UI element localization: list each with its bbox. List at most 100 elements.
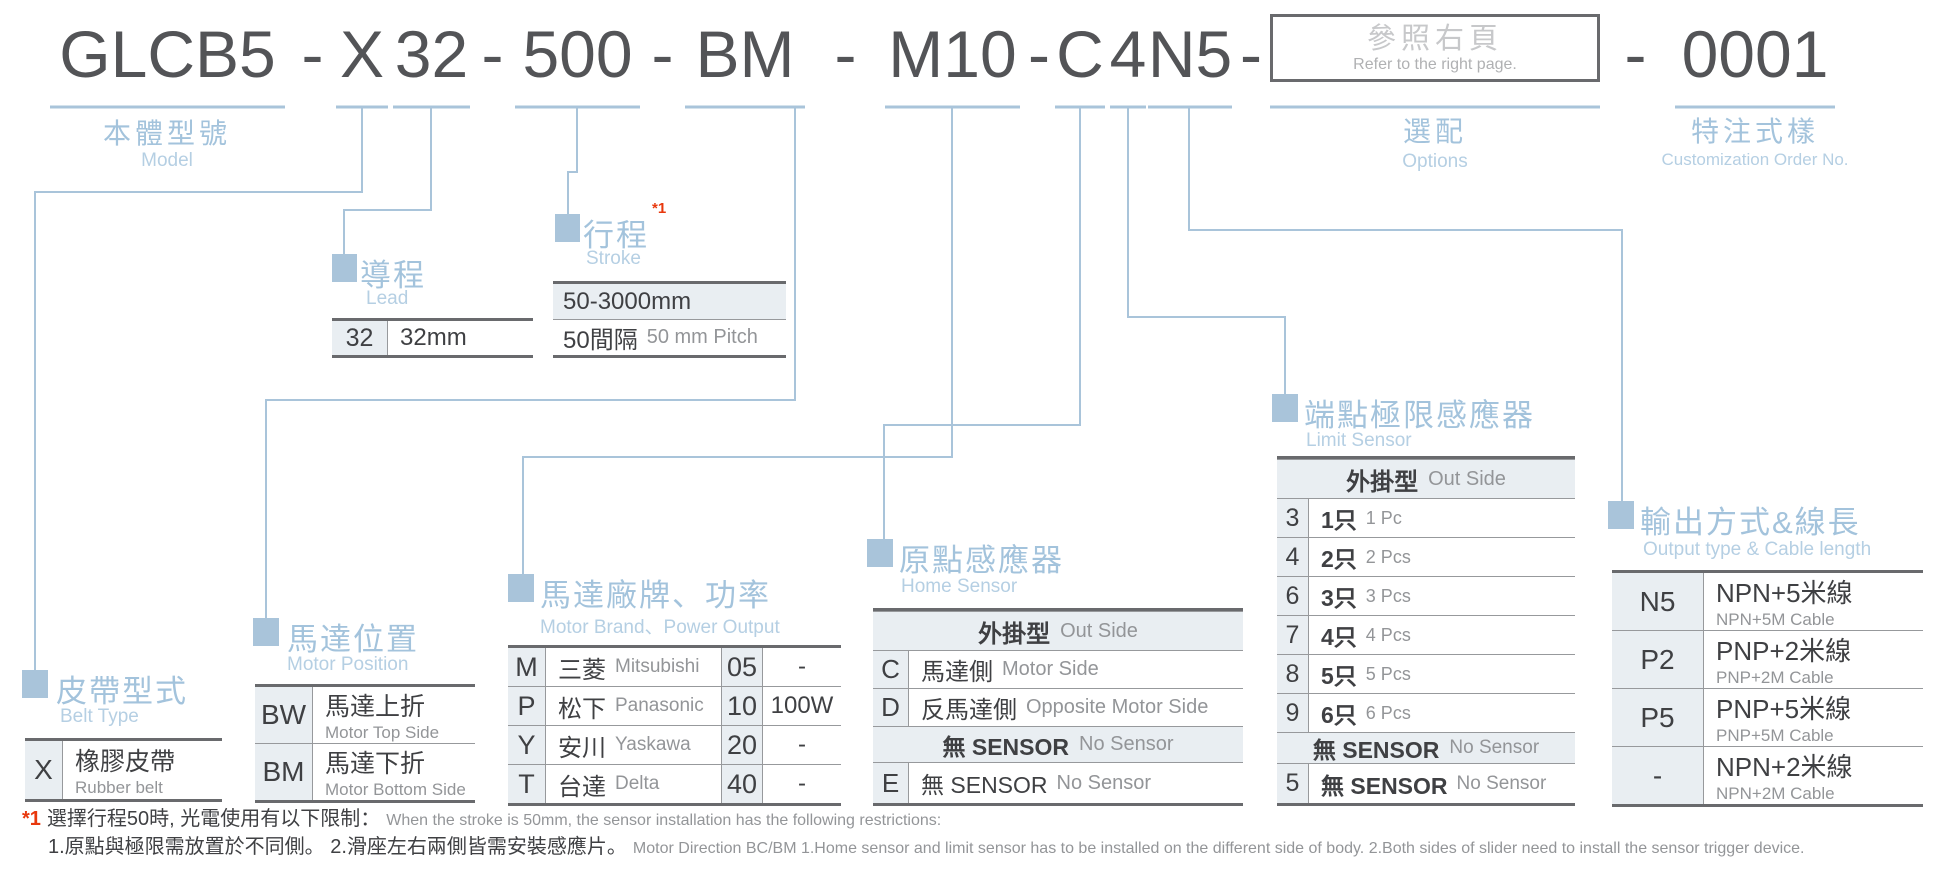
table-row: 3 1只 1 Pc: [1277, 498, 1575, 537]
table-row: P 松下 Panasonic 10 100W: [508, 686, 841, 725]
table-row: M 三菱 Mitsubishi 05 -: [508, 648, 841, 686]
power-code-cell: 40: [721, 765, 763, 803]
table-row: 6 3只 3 Pcs: [1277, 576, 1575, 615]
value-cell: 5只 5 Pcs: [1321, 663, 1411, 689]
output-title-en: Output type & Cable length: [1643, 539, 1872, 560]
code-dash: -: [1240, 17, 1262, 91]
pitch-cell: 50間隔 50 mm Pitch: [563, 326, 758, 354]
group-header-row: 外掛型 Out Side: [873, 611, 1243, 650]
value-cell: 3只 3 Pcs: [1321, 585, 1411, 611]
value-cell: 反馬達側 Opposite Motor Side: [921, 696, 1209, 724]
table-row: N5 NPN+5米線 NPN+5M Cable: [1612, 573, 1923, 630]
power-cell: -: [798, 653, 806, 680]
table-row: T 台達 Delta 40 -: [508, 764, 841, 803]
limit-sensor-table: 外掛型 Out Side 3 1只 1 Pc 4 2只 2 Pcs 6 3只 3…: [1277, 456, 1575, 806]
motor-brand-title-en: Motor Brand、Power Output: [540, 617, 780, 638]
code-limit-sensor: 4: [1109, 17, 1147, 91]
table-row: 5 無 SENSOR No Sensor: [1277, 763, 1575, 803]
brand-cell: 松下 Panasonic: [558, 695, 704, 723]
code-motor-position: BM: [695, 17, 795, 91]
table-row: BM 馬達下折 Motor Bottom Side: [255, 743, 475, 800]
code-custom-no: 0001: [1681, 17, 1829, 91]
motor-brand-title-zh: 馬達廠牌、功率: [540, 578, 771, 613]
brand-code-cell: P: [508, 687, 546, 725]
power-code-cell: 20: [721, 726, 763, 764]
belt-code-cell: X: [25, 741, 63, 799]
code-dash: -: [1624, 17, 1647, 91]
options-label-en: Options: [1402, 151, 1468, 172]
value-cell: NPN+2米線 NPN+2M Cable: [1716, 752, 1853, 803]
belt-table: X 橡膠皮帶 Rubber belt: [25, 738, 222, 802]
value-cell: 1只 1 Pc: [1321, 507, 1402, 533]
table-row: X 橡膠皮帶 Rubber belt: [25, 741, 222, 799]
motor-position-title-zh: 馬達位置: [287, 622, 419, 657]
value-cell: 馬達上折 Motor Top Side: [325, 693, 440, 742]
limit-sensor-title-zh: 端點極限感應器: [1304, 398, 1535, 433]
value-cell: PNP+5米線 PNP+5M Cable: [1716, 694, 1852, 745]
brand-code-cell: Y: [508, 726, 546, 764]
options-box-label-en: Refer to the right page.: [1353, 55, 1517, 73]
code-cell: 32: [332, 321, 388, 355]
code-cell: P2: [1612, 631, 1704, 688]
lead-section-title-zh: 導程: [360, 258, 426, 293]
code-model: GLCB5: [59, 17, 276, 91]
brand-code-cell: M: [508, 648, 546, 686]
table-row: 7 4只 4 Pcs: [1277, 615, 1575, 654]
table-row: Y 安川 Yaskawa 20 -: [508, 725, 841, 764]
brand-cell: 台達 Delta: [558, 773, 660, 801]
lead-section-title-en: Lead: [366, 288, 409, 309]
stroke-section-title-en: Stroke: [586, 248, 641, 269]
limit-sensor-title-en: Limit Sensor: [1306, 430, 1412, 451]
belt-section-bullet: [22, 670, 48, 698]
stroke-table: 50-3000mm 50間隔 50 mm Pitch: [553, 281, 786, 358]
table-row: P2 PNP+2米線 PNP+2M Cable: [1612, 630, 1923, 688]
stroke-range-row: 50-3000mm: [553, 284, 786, 319]
stroke-footnote-ref: *1: [652, 200, 667, 217]
value-cell: 2只 2 Pcs: [1321, 546, 1411, 572]
code-cell: D: [873, 689, 909, 726]
output-title-zh: 輸出方式&線長: [1640, 505, 1861, 540]
value-cell: 馬達下折 Motor Bottom Side: [325, 750, 466, 799]
home-sensor-section-bullet: [867, 539, 893, 567]
motor-position-section-bullet: [253, 618, 279, 646]
stroke-section-bullet: [555, 214, 580, 242]
options-label-zh: 選配: [1402, 116, 1468, 147]
value-cell: 6只 6 Pcs: [1321, 702, 1411, 728]
power-code-cell: 05: [721, 648, 763, 686]
table-row: 32 32mm: [332, 321, 533, 355]
code-cell: BW: [255, 687, 313, 743]
group-header-row: 無 SENSOR No Sensor: [1277, 732, 1575, 763]
value-cell: 32mm: [400, 324, 467, 351]
brand-cell: 安川 Yaskawa: [558, 734, 691, 762]
model-label-zh: 本體型號: [102, 118, 232, 149]
code-dash: -: [834, 17, 857, 91]
code-dash: -: [1028, 17, 1050, 91]
code-output: N5: [1147, 17, 1233, 91]
code-dash: -: [481, 17, 504, 91]
code-cell: 4: [1277, 538, 1309, 576]
code-cell: 5: [1277, 764, 1309, 803]
belt-section-title-en: Belt Type: [60, 706, 139, 727]
value-cell: 無 SENSOR No Sensor: [921, 771, 1152, 799]
code-cell: 7: [1277, 616, 1309, 654]
footnote-ref: *1: [22, 808, 41, 830]
footnote-line-2: 1.原點與極限需放置於不同側。 2.滑座左右兩側皆需安裝感應片。Motor Di…: [48, 836, 1805, 858]
value-cell: 4只 4 Pcs: [1321, 624, 1411, 650]
power-cell: -: [798, 770, 806, 797]
power-cell: -: [798, 731, 806, 758]
code-cell: 9: [1277, 694, 1309, 732]
value-cell: PNP+2米線 PNP+2M Cable: [1716, 636, 1852, 687]
value-cell: NPN+5米線 NPN+5M Cable: [1716, 578, 1853, 629]
table-row: - NPN+2米線 NPN+2M Cable: [1612, 746, 1923, 804]
table-row: C 馬達側 Motor Side: [873, 650, 1243, 688]
group-header-row: 外掛型 Out Side: [1277, 459, 1575, 498]
motor-brand-table: M 三菱 Mitsubishi 05 - P 松下 Panasonic 10 1…: [508, 645, 841, 806]
table-row: D 反馬達側 Opposite Motor Side: [873, 688, 1243, 726]
value-cell: 馬達側 Motor Side: [921, 658, 1099, 686]
motor-position-title-en: Motor Position: [287, 654, 409, 675]
options-reference-box: 參照右頁 Refer to the right page.: [1270, 14, 1600, 82]
code-cell: E: [873, 763, 909, 803]
code-motor-brand-power: M10: [888, 17, 1017, 91]
motor-brand-section-bullet: [508, 574, 534, 602]
